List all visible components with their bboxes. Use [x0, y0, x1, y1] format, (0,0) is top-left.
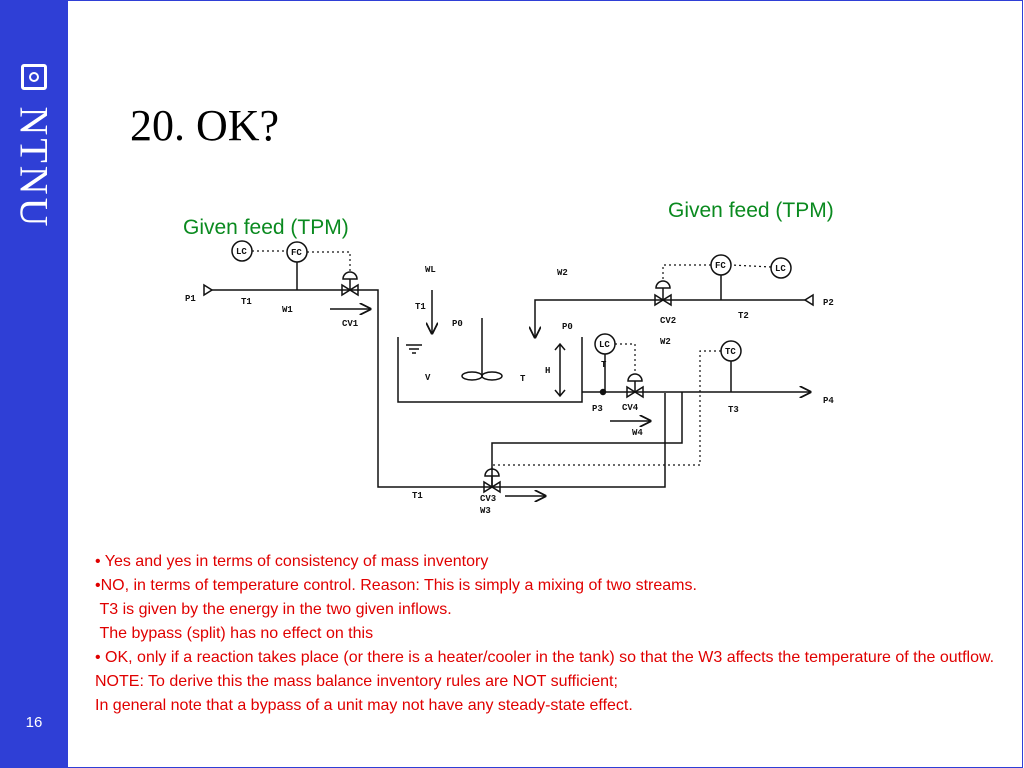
- label-t1-bottom: T1: [412, 491, 423, 501]
- note-line: • OK, only if a reaction takes place (or…: [95, 649, 995, 666]
- cv3-actuator: [484, 468, 500, 487]
- label-fc-right: FC: [715, 261, 726, 271]
- note-line: •NO, in terms of temperature control. Re…: [95, 577, 697, 594]
- level-height-arrow: [554, 342, 566, 398]
- label-p0-left: P0: [452, 319, 463, 329]
- cv4-valve-icon: [626, 385, 644, 399]
- signal-tc-cv3: [491, 350, 721, 469]
- label-p0-right: P0: [562, 322, 573, 332]
- feed-p1-arrowhead: [203, 283, 214, 297]
- note-line: NOTE: To derive this the mass balance in…: [95, 673, 618, 690]
- level-marker: [406, 344, 422, 354]
- note-line: T3 is given by the energy in the two giv…: [95, 601, 452, 618]
- signal-fc-cv1: [307, 251, 351, 272]
- label-v: V: [425, 373, 431, 383]
- label-wl: WL: [425, 265, 436, 275]
- label-lc-left: LC: [236, 247, 247, 257]
- cv3-valve-icon: [483, 480, 501, 494]
- tank-vessel: [397, 337, 583, 403]
- label-cv2: CV2: [660, 316, 676, 326]
- answer-notes: • Yes and yes in terms of consistency of…: [95, 550, 995, 718]
- label-w3: W3: [480, 506, 491, 516]
- signal-lc-cv4: [615, 343, 636, 374]
- feed-line-p1: [212, 289, 666, 488]
- label-cv4: CV4: [622, 403, 639, 413]
- label-w1: W1: [282, 305, 293, 315]
- cv2-actuator: [655, 280, 671, 300]
- label-p4: P4: [823, 396, 834, 406]
- label-tc: TC: [725, 347, 736, 357]
- label-w4: W4: [632, 428, 643, 438]
- note-line: In general note that a bypass of a unit …: [95, 697, 633, 714]
- label-t1-in: T1: [241, 297, 252, 307]
- cv4-actuator: [627, 373, 643, 392]
- signal-fc-cv2: [662, 264, 711, 281]
- label-cv3: CV3: [480, 494, 496, 504]
- label-cv1: CV1: [342, 319, 359, 329]
- ntnu-logo-icon: [21, 64, 47, 90]
- label-lc-tank: LC: [599, 340, 610, 350]
- cv2-valve-icon: [654, 293, 672, 307]
- note-line: • Yes and yes in terms of consistency of…: [95, 553, 489, 570]
- slide-title: 20. OK?: [130, 101, 280, 150]
- agitator-right-blade: [481, 371, 503, 381]
- feed-p2-arrowhead: [803, 293, 814, 307]
- agitator-left-blade: [461, 371, 483, 381]
- label-p2: P2: [823, 298, 834, 308]
- feed-label-left: Given feed (TPM): [183, 216, 349, 239]
- note-line: The bypass (split) has no effect on this: [95, 625, 374, 642]
- label-t-tank: T: [520, 374, 526, 384]
- feed-line-p2: [535, 299, 805, 337]
- label-h: H: [545, 366, 550, 376]
- feed-label-right: Given feed (TPM): [668, 199, 834, 222]
- label-p1: P1: [185, 294, 196, 304]
- sidebar: NTNU 16: [0, 0, 68, 768]
- label-p3: P3: [592, 404, 603, 414]
- lc-right-icon: [770, 257, 792, 279]
- page-number: 16: [25, 714, 43, 731]
- cv1-valve-icon: [341, 283, 359, 297]
- signal-lc-fc-right: [730, 264, 772, 268]
- label-lc-right: LC: [775, 264, 786, 274]
- label-fc-left: FC: [291, 248, 302, 258]
- label-t3: T3: [728, 405, 739, 415]
- bypass-line: [491, 392, 683, 487]
- label-t2: T2: [738, 311, 749, 321]
- cv1-actuator: [342, 271, 358, 290]
- label-w2-top: W2: [557, 268, 568, 278]
- label-t1-tank: T1: [415, 302, 426, 312]
- label-w2-right: W2: [660, 337, 671, 347]
- label-t-small: T: [601, 360, 607, 370]
